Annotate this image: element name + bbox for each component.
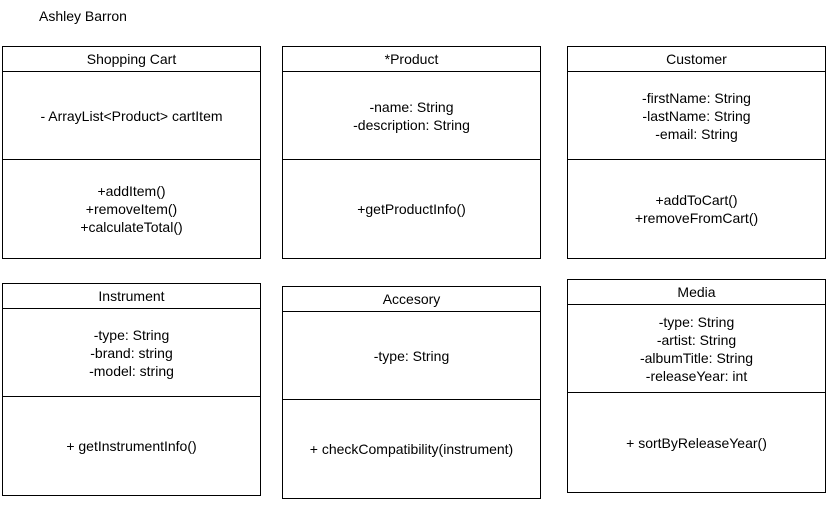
methods-section: + checkCompatibility(instrument)	[283, 400, 540, 498]
class-name: Shopping Cart	[3, 47, 260, 72]
class-product[interactable]: *Product -name: String -description: Str…	[282, 46, 541, 259]
class-shopping-cart[interactable]: Shopping Cart - ArrayList<Product> cartI…	[2, 46, 261, 259]
methods-section: +addItem() +removeItem() +calculateTotal…	[3, 160, 260, 258]
attributes-section: -type: String -artist: String -albumTitl…	[568, 305, 825, 393]
attribute: -brand: string	[90, 344, 173, 361]
method: +removeItem()	[85, 201, 178, 217]
method: + getInstrumentInfo()	[66, 438, 197, 454]
methods-section: + getInstrumentInfo()	[3, 397, 260, 495]
class-accesory[interactable]: Accesory -type: String + checkCompatibil…	[282, 286, 541, 499]
attributes-section: - ArrayList<Product> cartItem	[3, 72, 260, 160]
attributes-section: -type: String -brand: string -model: str…	[3, 309, 260, 397]
attribute: -firstName: String	[642, 89, 751, 106]
attribute: -albumTitle: String	[639, 349, 754, 366]
method: + sortByReleaseYear()	[626, 434, 767, 451]
attribute: -lastName: String	[642, 107, 751, 124]
attribute: -type: String	[373, 347, 450, 364]
class-name: Accesory	[283, 287, 540, 312]
attributes-section: -name: String -description: String	[283, 72, 540, 160]
author-label: Ashley Barron	[39, 8, 127, 24]
methods-section: +getProductInfo()	[283, 160, 540, 258]
attribute: -type: String	[93, 326, 170, 343]
attribute: -email: String	[655, 125, 738, 142]
class-customer[interactable]: Customer -firstName: String -lastName: S…	[567, 46, 826, 259]
class-name: Customer	[568, 47, 825, 72]
method: +removeFromCart()	[634, 210, 759, 226]
attribute: - ArrayList<Product> cartItem	[40, 107, 223, 124]
attribute: -releaseYear: int	[645, 367, 748, 384]
attributes-section: -type: String	[283, 312, 540, 400]
class-name: *Product	[283, 47, 540, 72]
attribute: -type: String	[658, 313, 735, 330]
class-media[interactable]: Media -type: String -artist: String -alb…	[567, 279, 826, 493]
method: +addToCart()	[655, 192, 738, 208]
method: + checkCompatibility(instrument)	[309, 441, 514, 457]
attribute: -artist: String	[656, 331, 737, 348]
class-instrument[interactable]: Instrument -type: String -brand: string …	[2, 283, 261, 496]
method: +addItem()	[97, 183, 166, 199]
method: +calculateTotal()	[80, 219, 183, 235]
class-name: Instrument	[3, 284, 260, 309]
attribute: -description: String	[353, 116, 470, 133]
attribute: -model: string	[89, 362, 174, 379]
methods-section: + sortByReleaseYear()	[568, 393, 825, 492]
class-name: Media	[568, 280, 825, 305]
methods-section: +addToCart() +removeFromCart()	[568, 160, 825, 258]
attribute: -name: String	[369, 98, 454, 115]
method: +getProductInfo()	[357, 201, 466, 217]
attributes-section: -firstName: String -lastName: String -em…	[568, 72, 825, 160]
